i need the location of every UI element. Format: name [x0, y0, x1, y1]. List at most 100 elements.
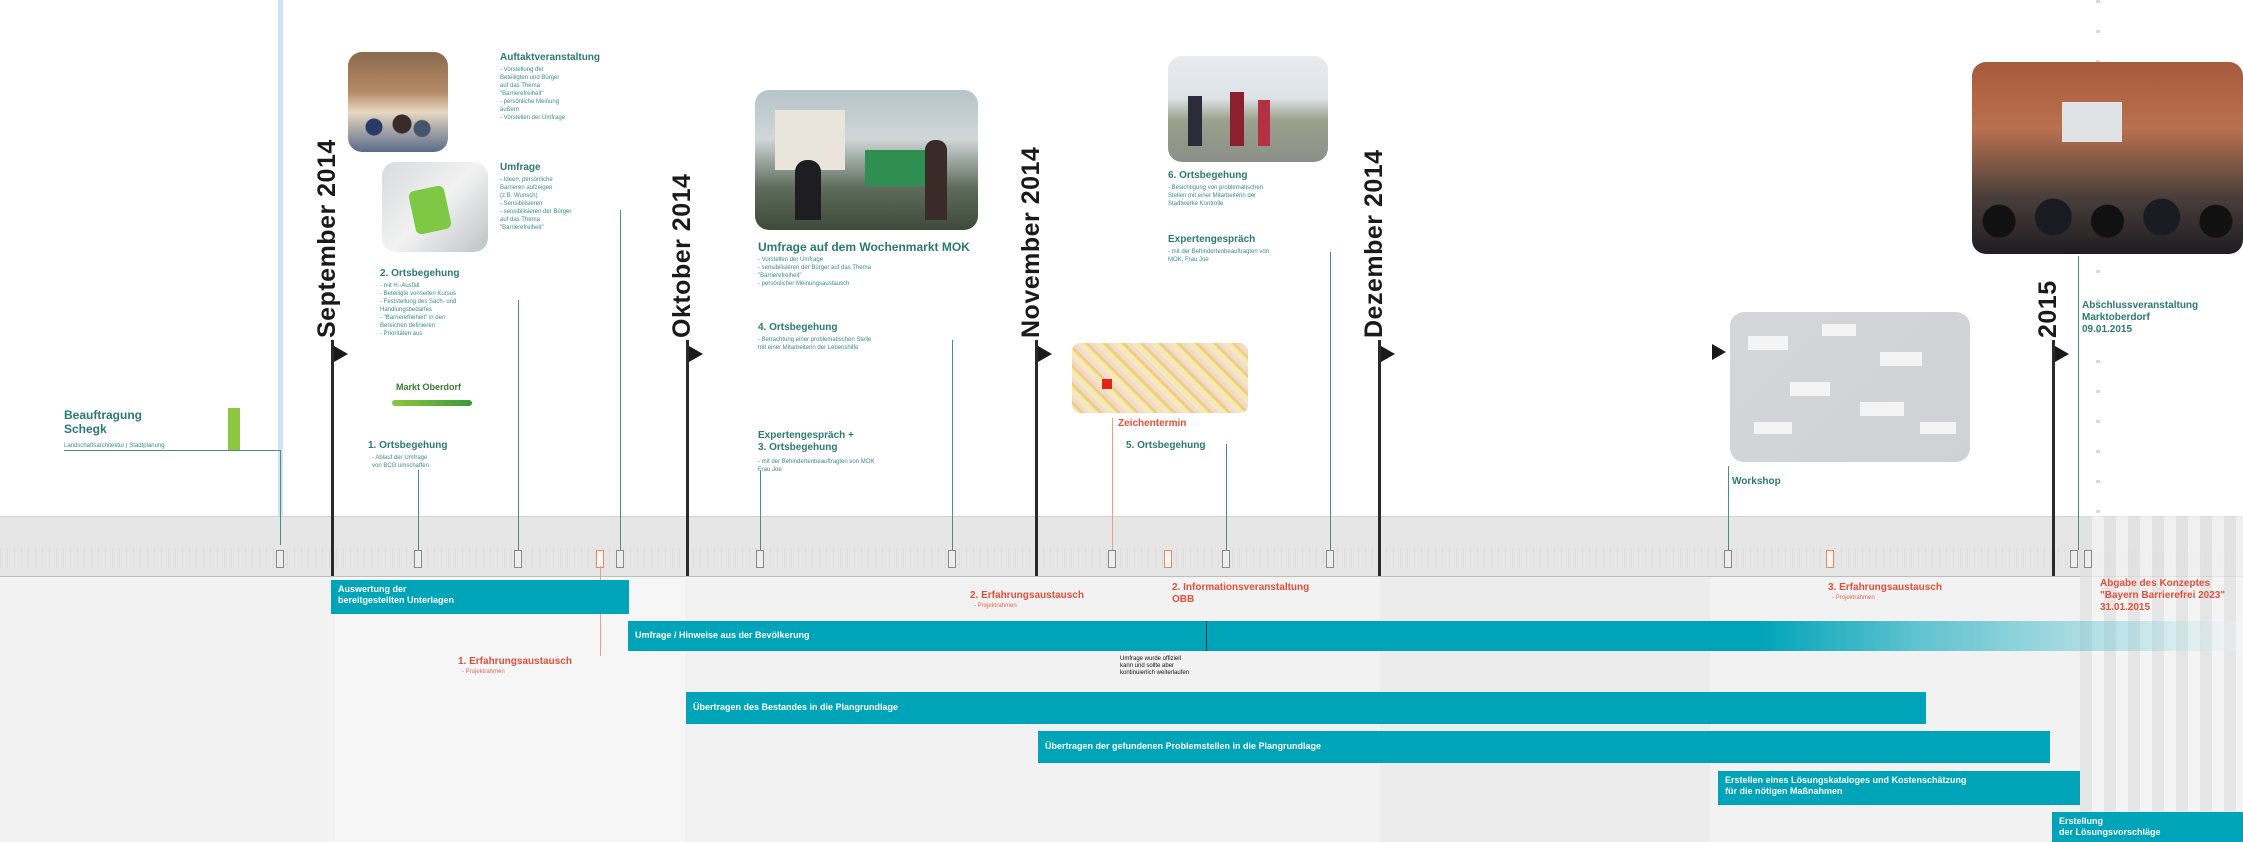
beauftragung-title: Beauftragung Schegk: [64, 408, 142, 436]
ortsbegehung5-line: [1226, 444, 1227, 550]
beauftragung-desc: Landschaftsarchitektur | Stadtplanung: [64, 443, 165, 449]
erfahrung3-title: 3. Erfahrungsaustausch: [1828, 582, 1942, 593]
month-dezember: Dezember 2014: [1360, 149, 1388, 338]
wochenmarkt-title: Umfrage auf dem Wochenmarkt MOK: [758, 240, 970, 254]
tick-workshop: [1724, 550, 1732, 568]
ortsbegehung1-title: 1. Ortsbegehung: [368, 440, 448, 451]
ortsbegehung4-line: [952, 340, 953, 550]
erfahrung1-title: 1. Erfahrungsaustausch: [458, 656, 572, 667]
ortsbegehung4-desc: - Betrachtung einer problematischen Stel…: [758, 337, 872, 351]
tick-erfahrung3: [1826, 550, 1834, 568]
bar-loesungsvorschlaege: Erstellung der Lösungsvorschläge: [2052, 812, 2243, 842]
november-pole: [1035, 340, 1038, 576]
logo-text: Markt Oberdorf: [396, 382, 462, 392]
zeichentermin-title: Zeichentermin: [1118, 418, 1187, 429]
beauftragung-marker: [228, 408, 240, 450]
month-oktober: Oktober 2014: [668, 173, 696, 338]
timeline-band-top-line: [0, 516, 2243, 517]
erfahrung1-desc: - Projektrahmen: [462, 669, 505, 675]
zeichentermin-map: [1072, 343, 1248, 413]
tick-beauftragung: [276, 550, 284, 568]
tick-abgabe: [2084, 550, 2092, 568]
bar-auswertung: Auswertung der bereitgestellten Unterlag…: [331, 580, 629, 614]
zeichentermin-line: [1112, 418, 1113, 550]
tick-ortsbegehung1: [414, 550, 422, 568]
bar-umfrage-hinweise: Umfrage / Hinweise aus der Bevölkerung: [628, 621, 2243, 651]
ortsbegehung4-title: 4. Ortsbegehung: [758, 322, 838, 333]
auftakt-title: Auftaktveranstaltung: [500, 52, 601, 63]
bar-loesungskatalog: Erstellen eines Lösungskataloges und Kos…: [1718, 771, 2080, 805]
umfrage-desc: - Ideen, persönliche Barrieren aufzeigen…: [500, 177, 572, 231]
oktober-flag-icon: [689, 346, 703, 362]
tick-experten: [1326, 550, 1334, 568]
dezember-pole: [1378, 340, 1381, 576]
tick-info2: [1164, 550, 1172, 568]
september-flag-icon: [334, 346, 348, 362]
ortsbegehung2-title: 2. Ortsbegehung: [380, 268, 460, 279]
workshop-flag-icon: [1712, 344, 1726, 360]
bar-bestand: Übertragen des Bestandes in die Plangrun…: [686, 692, 1926, 724]
wochenmarkt-photo: [755, 90, 978, 230]
erfahrung2-title: 2. Erfahrungsaustausch: [970, 590, 1084, 601]
september-pole: [331, 340, 334, 576]
erfahrung3-desc: - Projektrahmen: [1832, 595, 1875, 601]
workshop-photo: [1730, 312, 1970, 462]
auftakt-photo: [348, 52, 448, 152]
tick-ortsbegehung5: [1222, 550, 1230, 568]
ortsbegehung6-desc: - Besichtigung von problematischen Stell…: [1168, 185, 1264, 207]
month-2015: 2015: [2034, 280, 2062, 338]
experten-line: [1330, 252, 1331, 550]
beauftragung-line: [280, 450, 281, 545]
ortsbegehung5-title: 5. Ortsbegehung: [1126, 440, 1206, 451]
month-september: September 2014: [313, 139, 341, 338]
ortsbegehung1-desc: - Ablauf der Umfrage von BCG umschaffen: [372, 455, 429, 469]
tick-abschluss: [2070, 550, 2078, 568]
dezember-flag-icon: [1381, 346, 1395, 362]
auftakt-desc: - Vorstellung der Beteiligten und Bürger…: [500, 67, 566, 121]
experten-desc: - mit der Behindertenbeauftragten von MO…: [1168, 249, 1270, 263]
year-2015-flag-icon: [2055, 346, 2069, 362]
tick-zeichentermin: [1108, 550, 1116, 568]
year-2015-pole: [2052, 340, 2055, 576]
tick-umfrage: [616, 550, 624, 568]
ortsbegehung1-line: [418, 470, 419, 550]
umfrage-title: Umfrage: [500, 162, 541, 173]
timeline-axis-line: [0, 576, 2243, 577]
auftakt-line: [518, 300, 519, 550]
right-dots: [2096, 0, 2100, 516]
info2-title: 2. Informationsveranstaltung OBB: [1172, 582, 1310, 605]
timeline-scale-strip: [0, 548, 2243, 568]
umfrage-photo: [382, 162, 488, 252]
month-november: November 2014: [1017, 146, 1045, 338]
experten3-title: Expertengespräch + 3. Ortsbegehung: [758, 430, 854, 453]
abgabe-title: Abgabe des Konzeptes "Bayern Barrierefre…: [2100, 578, 2226, 613]
wochenmarkt-desc: - Vorstellen der Umfrage - sensibilisier…: [758, 257, 871, 287]
right-stripes: [2080, 516, 2243, 842]
workshop-title: Workshop: [1732, 476, 1781, 487]
markt-oberdorf-logo: Markt Oberdorf: [392, 378, 472, 408]
ortsbegehung6-photo: [1168, 56, 1328, 162]
abschluss-line: [2078, 256, 2079, 550]
ortsbegehung2-desc: - mit H.-Ausfall - Beteiligte vonseiten …: [380, 283, 457, 337]
bar-umfrage-divider: [1206, 621, 1207, 651]
beauftragung-connector: [64, 450, 280, 451]
experten3-desc: - mit der Behindertenbeauftragten von MO…: [758, 459, 875, 473]
erfahrung2-desc: - Projektrahmen: [974, 603, 1017, 609]
bar-problemstellen: Übertragen der gefundenen Problemstellen…: [1038, 731, 2050, 763]
experten-title: Expertengespräch: [1168, 234, 1256, 245]
experten3-line: [760, 470, 761, 550]
umfrage-note: Umfrage wurde offiziell kann und sollte …: [1120, 656, 1190, 676]
abschluss-title: Abschlussveranstaltung Marktoberdorf 09.…: [2082, 300, 2199, 335]
lower-area-october: [335, 577, 685, 842]
oktober-pole: [686, 340, 689, 576]
umfrage-line: [620, 210, 621, 550]
workshop-line: [1728, 466, 1729, 550]
ortsbegehung6-title: 6. Ortsbegehung: [1168, 170, 1248, 181]
project-start-line: [278, 0, 283, 516]
tick-auftakt: [514, 550, 522, 568]
tick-experten3: [756, 550, 764, 568]
tick-ortsbegehung4: [948, 550, 956, 568]
abschluss-photo: [1972, 62, 2243, 254]
november-flag-icon: [1038, 346, 1052, 362]
